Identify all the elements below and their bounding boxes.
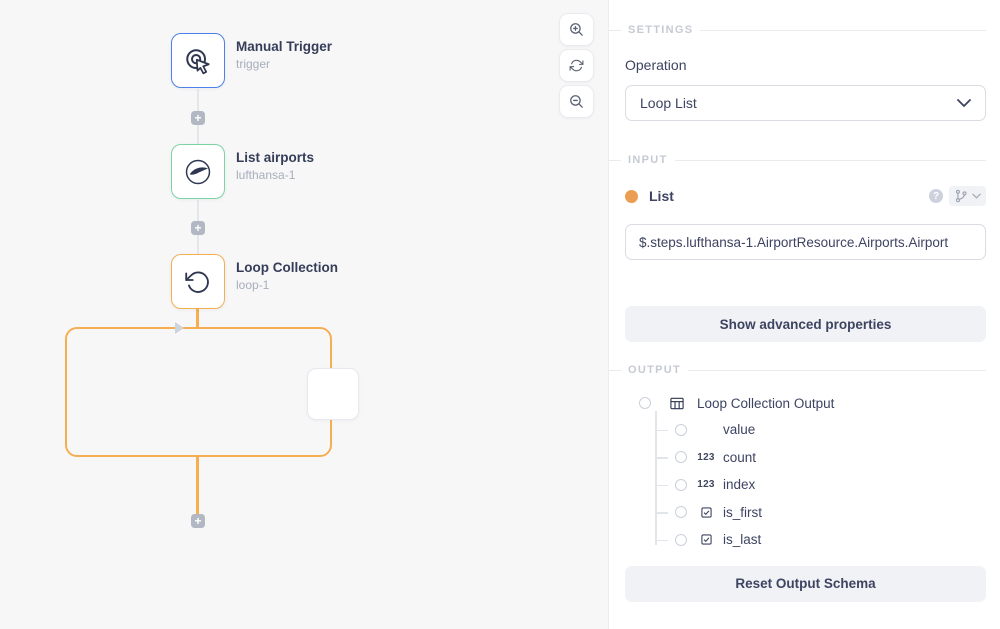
list-field-row: List ? [625, 186, 986, 206]
list-value-input[interactable] [625, 224, 986, 260]
radio-count[interactable] [675, 451, 687, 464]
workflow-canvas[interactable]: Manual Trigger trigger + List airports l… [0, 0, 608, 629]
properties-panel: SETTINGS Operation Loop List INPUT List … [608, 0, 1000, 629]
radio-root[interactable] [639, 397, 651, 409]
reset-view-button[interactable] [559, 49, 594, 82]
add-step-button-1[interactable]: + [191, 111, 205, 125]
radio-is-first[interactable] [675, 506, 687, 519]
loop-icon [183, 267, 213, 297]
tree-row-value[interactable]: value [625, 416, 986, 444]
settings-section-header: SETTINGS [609, 24, 986, 36]
output-section-header: OUTPUT [609, 364, 986, 376]
radio-is-last[interactable] [675, 533, 687, 546]
zoom-in-button[interactable] [559, 13, 594, 46]
add-step-button-2[interactable]: + [191, 221, 205, 235]
node-loop-collection[interactable] [171, 254, 225, 309]
tree-row-index[interactable]: 123 index [625, 471, 986, 499]
input-section-title: INPUT [628, 154, 668, 166]
reset-output-schema-button[interactable]: Reset Output Schema [625, 565, 986, 602]
zoom-out-icon [568, 93, 585, 110]
refresh-icon [568, 57, 585, 74]
tree-row-label: is_first [723, 504, 763, 520]
show-advanced-properties-button[interactable]: Show advanced properties [625, 306, 986, 342]
output-section-title: OUTPUT [628, 364, 682, 376]
operation-label: Operation [625, 57, 687, 73]
manual-trigger-icon [183, 46, 213, 76]
input-section-header: INPUT [609, 154, 986, 166]
boolean-type-icon [693, 507, 719, 518]
canvas-toolbar [559, 13, 594, 118]
tree-root-label: Loop Collection Output [697, 395, 835, 411]
node-title: List airports [236, 150, 315, 165]
tree-row-label: count [723, 449, 757, 465]
loop-body-placeholder-node[interactable] [307, 368, 359, 420]
loop-exit-edge [196, 455, 199, 514]
tree-row-count[interactable]: 123 count [625, 444, 986, 472]
help-icon[interactable]: ? [929, 189, 943, 203]
zoom-in-icon [568, 21, 585, 38]
chevron-down-icon [972, 193, 981, 199]
node-label-manual-trigger: Manual Trigger trigger [236, 38, 332, 72]
lufthansa-icon [182, 156, 214, 188]
radio-value[interactable] [675, 423, 687, 436]
chevron-down-icon [957, 99, 971, 107]
tree-connector-line [655, 411, 657, 545]
tree-row-label: index [723, 477, 756, 493]
list-field-label: List [649, 188, 674, 204]
node-subtitle: lufthansa-1 [236, 168, 296, 182]
tree-row-is-first[interactable]: is_first [625, 499, 986, 527]
tree-row-label: is_last [723, 532, 762, 548]
number-type-icon: 123 [697, 451, 715, 463]
number-type-icon: 123 [697, 479, 715, 491]
loop-entry-edge [196, 309, 199, 329]
boolean-type-icon [693, 534, 719, 545]
node-title: Manual Trigger [236, 39, 333, 54]
zoom-out-button[interactable] [559, 85, 594, 118]
radio-index[interactable] [675, 478, 687, 491]
expression-picker-icon [954, 189, 968, 203]
node-subtitle: trigger [236, 57, 271, 71]
operation-value: Loop List [640, 95, 697, 111]
node-label-loop-collection: Loop Collection loop-1 [236, 259, 338, 293]
settings-section-title: SETTINGS [628, 24, 694, 36]
operation-select[interactable]: Loop List [625, 85, 986, 121]
required-dot-icon [625, 189, 638, 203]
tree-row-is-last[interactable]: is_last [625, 526, 986, 554]
tree-row-root[interactable]: Loop Collection Output [625, 390, 986, 416]
node-list-airports[interactable] [171, 144, 225, 199]
node-title: Loop Collection [236, 260, 338, 275]
loop-direction-arrow-icon [175, 322, 184, 334]
tree-children: value 123 count 123 index [625, 411, 986, 554]
node-subtitle: loop-1 [236, 278, 270, 292]
expression-picker-button[interactable] [949, 186, 986, 206]
tree-row-label: value [723, 422, 756, 438]
add-step-button-after-loop[interactable]: + [191, 514, 205, 528]
loop-boundary [65, 327, 332, 457]
table-schema-icon [669, 396, 685, 411]
node-manual-trigger[interactable] [171, 33, 225, 88]
output-schema-tree: Loop Collection Output value 123 count [625, 390, 986, 554]
node-label-list-airports: List airports lufthansa-1 [236, 149, 314, 183]
